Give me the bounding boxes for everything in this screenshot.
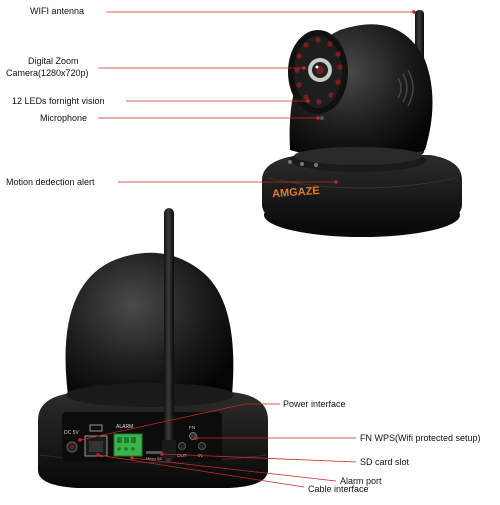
microphone-label: Microphone bbox=[40, 113, 88, 123]
svg-text:Micro SD: Micro SD bbox=[146, 456, 163, 461]
wifi-antenna-label: WIFI antenna bbox=[30, 6, 85, 16]
svg-text:DC 5V: DC 5V bbox=[64, 430, 79, 436]
mic-hole bbox=[320, 116, 324, 120]
front-base bbox=[262, 155, 462, 232]
brand-logo: AMGAZE bbox=[272, 185, 320, 200]
rear-antenna bbox=[164, 208, 174, 462]
svg-text:OUT: OUT bbox=[177, 453, 187, 458]
sd-card-slot-label: SD card slot bbox=[360, 457, 410, 467]
fn-wps-label: FN WPS(Wifi protected setup) bbox=[360, 433, 481, 443]
leds-label: 12 LEDs fornight vision bbox=[12, 96, 105, 106]
power-interface-label: Power interface bbox=[283, 399, 346, 409]
audio-in-port bbox=[198, 442, 206, 450]
network-icon bbox=[89, 424, 103, 432]
sd-slot bbox=[146, 451, 172, 454]
led-ring bbox=[294, 37, 343, 105]
motion-alert-label: Motion dedection alert bbox=[6, 177, 95, 187]
camera-resolution-label: Camera(1280x720p) bbox=[6, 68, 89, 78]
svg-text:ALARM: ALARM bbox=[116, 424, 133, 430]
cable-interface-label: Cable interface bbox=[308, 484, 369, 494]
rear-camera: DC 5V ALARM Micro SD OUT IN FN bbox=[38, 208, 268, 488]
audio-out-port bbox=[178, 442, 186, 450]
rear-head bbox=[65, 252, 234, 403]
leader-lines bbox=[79, 11, 414, 488]
svg-text:FN: FN bbox=[189, 425, 195, 430]
front-camera: AMGAZE bbox=[262, 10, 462, 237]
alarm-port-label: Alarm port bbox=[340, 476, 382, 486]
digital-zoom-label: Digital Zoom bbox=[28, 56, 79, 66]
leader-dots bbox=[78, 10, 416, 460]
